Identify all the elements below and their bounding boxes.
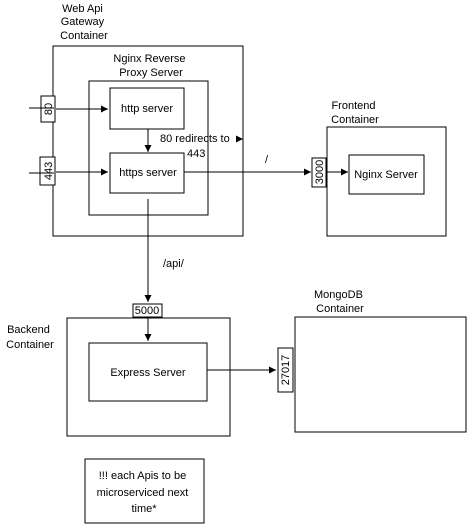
port-27017-label: 27017 bbox=[280, 355, 292, 386]
nginx-server-box bbox=[348, 154, 425, 195]
note-text: !!! each Apis to be microserviced next t… bbox=[97, 470, 192, 515]
port-27017-badge bbox=[277, 347, 294, 393]
http-server-label: http server bbox=[121, 103, 173, 115]
nginx-server-label: Nginx Server bbox=[354, 169, 418, 181]
port-80-badge bbox=[40, 95, 56, 123]
port-3000-label: 3000 bbox=[314, 160, 326, 184]
https-server-label: https server bbox=[119, 167, 177, 179]
port-443-label: 443 bbox=[43, 162, 55, 180]
gateway-title: Web Api Gateway Container bbox=[60, 3, 108, 42]
https-server-box bbox=[109, 152, 185, 194]
http-server-box bbox=[109, 87, 185, 130]
api-route-label: /api/ bbox=[163, 258, 185, 270]
nginx-proxy-title: Nginx Reverse Proxy Server bbox=[113, 53, 188, 79]
port-5000-label: 5000 bbox=[135, 305, 159, 317]
frontend-title: Frontend Container bbox=[331, 100, 379, 126]
port-80-label: 80 bbox=[43, 103, 55, 115]
root-route-label: / bbox=[265, 154, 269, 166]
backend-title: Backend Container bbox=[6, 324, 54, 351]
express-server-box bbox=[88, 342, 208, 402]
note-box bbox=[84, 458, 205, 524]
mongodb-container bbox=[294, 316, 467, 433]
port-443-badge bbox=[39, 156, 56, 186]
express-server-label: Express Server bbox=[110, 367, 186, 379]
mongodb-title: MongoDB Container bbox=[314, 289, 366, 315]
port-3000-badge bbox=[311, 157, 327, 188]
redirect-label: 80 redirects to 443 bbox=[160, 133, 233, 160]
